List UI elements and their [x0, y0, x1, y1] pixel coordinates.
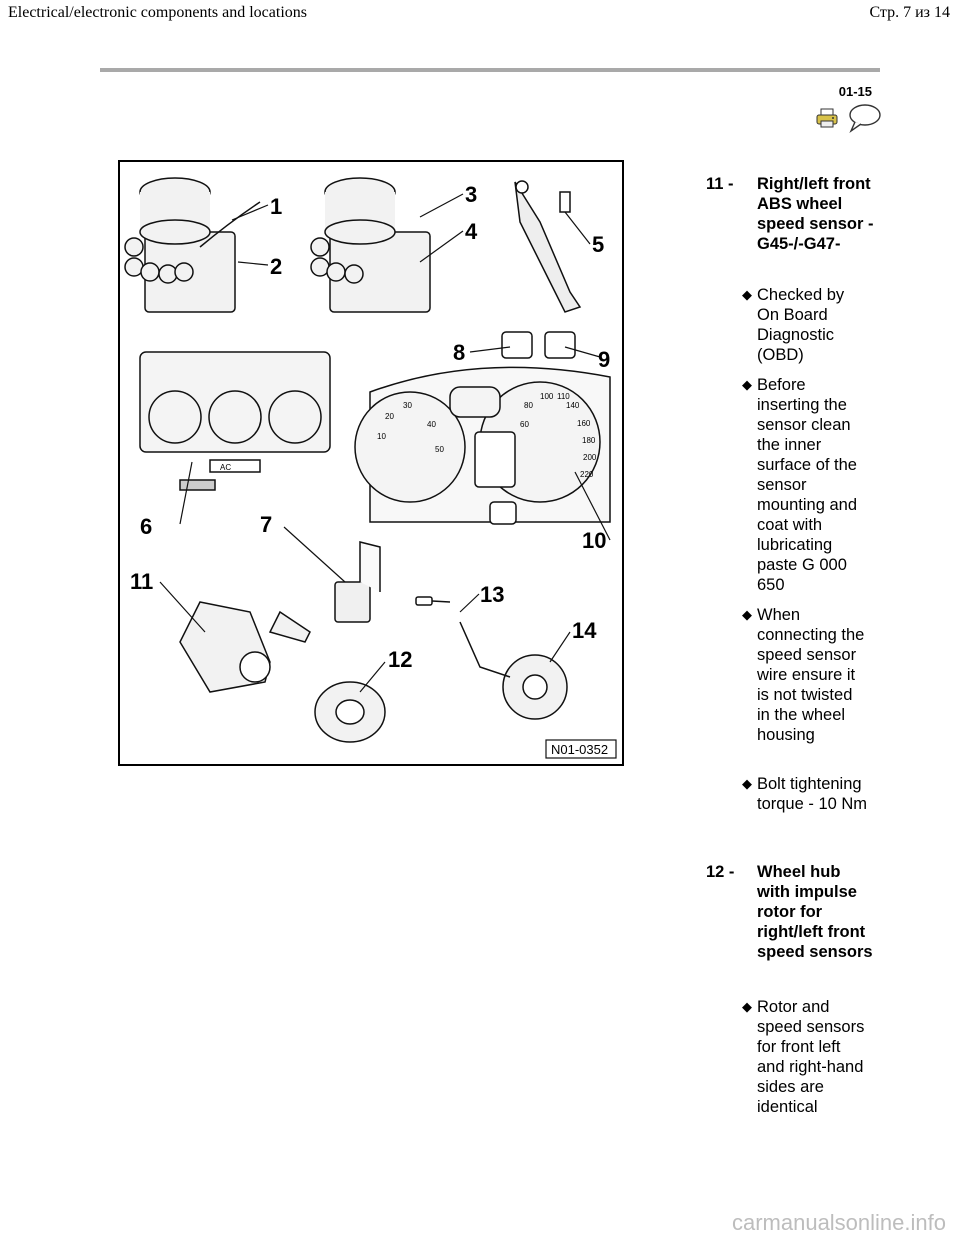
- gauge-number: 10: [377, 432, 386, 441]
- gauge-number: 110: [557, 392, 570, 401]
- sensor-connector: [334, 541, 381, 623]
- brake-pedal: [514, 180, 582, 313]
- speech-bubble-icon[interactable]: [846, 103, 882, 133]
- gauge-number: 100: [540, 392, 554, 401]
- diamond-icon: ◆: [742, 607, 752, 622]
- callout-4: 4: [465, 219, 478, 244]
- heater-control-panel: AC: [139, 351, 331, 491]
- callout-5: 5: [592, 232, 604, 257]
- bullet-text: Before inserting the sensor clean the in…: [757, 376, 857, 594]
- page-indicator: Стр. 7 из 14: [869, 4, 950, 21]
- printer-icon[interactable]: [816, 108, 838, 128]
- document-reference: 01-15: [838, 84, 872, 99]
- bullet-text: Checked by On Board Diagnostic (OBD): [757, 286, 845, 364]
- item-number: 11 -: [706, 175, 734, 193]
- bullet-item: ◆ Rotor and speed sensors for front left…: [742, 997, 869, 1117]
- bullet-text: When connecting the speed sensor wire en…: [757, 606, 865, 744]
- diamond-icon: ◆: [742, 776, 752, 791]
- gauge-number: 50: [435, 445, 444, 454]
- watermark: carmanualsonline.info: [731, 1210, 946, 1235]
- figure-id: N01-0352: [551, 742, 608, 757]
- callout-8: 8: [453, 340, 465, 365]
- gauge-number: 80: [524, 401, 533, 410]
- item-11: 11 - Right/left front ABS wheel speed se…: [706, 174, 876, 254]
- diamond-icon: ◆: [742, 999, 752, 1014]
- gauge-number: 160: [577, 419, 591, 428]
- component-figure: AC: [118, 160, 624, 766]
- bullet-item: ◆ Checked by On Board Diagnostic (OBD): [742, 285, 869, 365]
- wheel-bearing-housing: [179, 601, 311, 693]
- gauge-number: 30: [403, 401, 412, 410]
- item-number: 12 -: [706, 863, 735, 881]
- diamond-icon: ◆: [742, 377, 752, 392]
- diamond-icon: ◆: [742, 287, 752, 302]
- gauge-number: 180: [582, 436, 596, 445]
- gauge-number: 20: [385, 412, 394, 421]
- bullet-item: ◆ When connecting the speed sensor wire …: [742, 605, 869, 745]
- callout-11: 11: [130, 569, 153, 594]
- ac-label: AC: [220, 463, 231, 472]
- abs-unit-left: [124, 177, 261, 313]
- bullet-item: ◆ Before inserting the sensor clean the …: [742, 375, 869, 595]
- abs-unit-right: [310, 177, 431, 313]
- callout-6: 6: [140, 514, 152, 539]
- item-title: Right/left front ABS wheel speed sensor …: [757, 175, 874, 253]
- gauge-number: 60: [520, 420, 529, 429]
- callout-10: 10: [582, 528, 606, 553]
- callout-13: 13: [480, 582, 504, 607]
- item-12: 12 - Wheel hub with impulse rotor for ri…: [706, 862, 876, 962]
- gauge-number: 220: [580, 470, 594, 479]
- callout-3: 3: [465, 182, 477, 207]
- bullet-text: Bolt tightening torque - 10 Nm: [757, 775, 868, 813]
- gauge-number: 200: [583, 453, 597, 462]
- item-title: Wheel hub with impulse rotor for right/l…: [757, 863, 873, 961]
- callout-12: 12: [388, 647, 412, 672]
- header-rule: [100, 68, 880, 72]
- gauge-number: 40: [427, 420, 436, 429]
- warning-symbols: [489, 331, 576, 525]
- bolt-13: [415, 596, 451, 606]
- callout-9: 9: [598, 347, 610, 372]
- callout-7: 7: [260, 512, 272, 537]
- callout-14: 14: [572, 618, 597, 643]
- callout-1: 1: [270, 194, 282, 219]
- gauge-number: 140: [566, 401, 580, 410]
- bullet-text: Rotor and speed sensors for front left a…: [757, 998, 865, 1116]
- instrument-cluster: [354, 366, 611, 523]
- wheel-hub-14: [459, 621, 568, 720]
- wheel-hub-12: [314, 681, 386, 743]
- document-title: Electrical/electronic components and loc…: [8, 4, 307, 21]
- bullet-item: ◆ Bolt tightening torque - 10 Nm: [742, 774, 869, 814]
- callout-2: 2: [270, 254, 282, 279]
